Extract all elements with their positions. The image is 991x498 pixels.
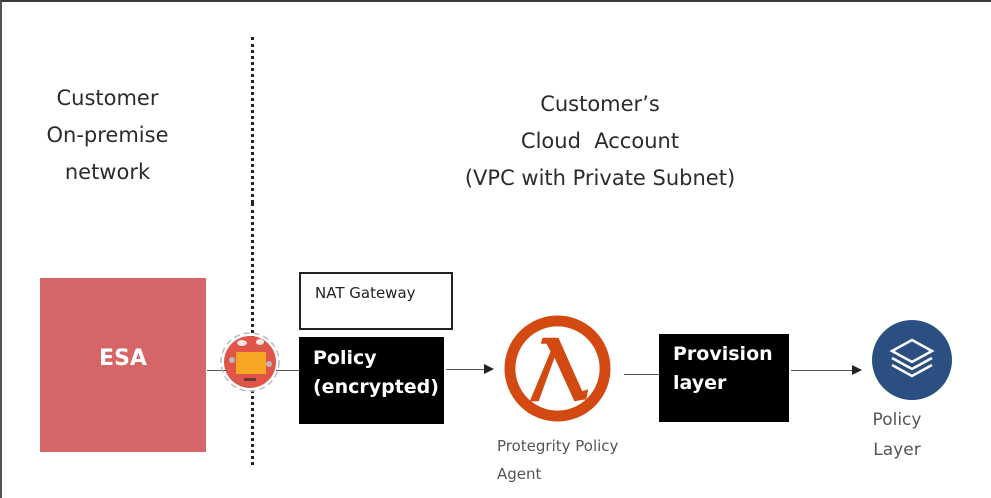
connector-esa-gateway: [207, 370, 227, 371]
nat-gateway-label: NAT Gateway: [315, 284, 416, 302]
connector-gateway-policy: [276, 370, 299, 371]
connector-policy-agent: [446, 369, 486, 370]
policy-layer-label: Policy Layer: [862, 405, 932, 465]
on-premise-line-3: network: [64, 160, 151, 184]
policy-label-line-1: Policy: [313, 347, 377, 369]
cloud-line-3: (VPC with Private Subnet): [464, 166, 736, 190]
on-premise-region-label: Customer On-premise network: [30, 80, 185, 191]
esa-label: ESA: [99, 346, 147, 371]
cloud-region-label: Customer’s Cloud Account (VPC with Priva…: [430, 86, 770, 197]
policy-layer-label-line-1: Policy: [872, 410, 922, 430]
arrowhead-provision-policy-layer: [852, 365, 862, 375]
network-boundary-divider: [251, 37, 254, 203]
cloud-line-1: Customer’s: [540, 92, 660, 116]
policy-label-line-2: (encrypted): [313, 376, 439, 398]
arrowhead-policy-agent: [484, 364, 494, 374]
provision-layer-box: Provision layer: [659, 334, 789, 422]
cloud-line-2: Cloud Account: [520, 129, 680, 153]
policy-encrypted-box: Policy (encrypted): [299, 337, 444, 424]
vpn-gateway-icon: [220, 332, 280, 392]
on-premise-line-1: Customer: [56, 86, 159, 110]
provision-label-line-2: layer: [673, 372, 727, 394]
esa-node: ESA: [40, 278, 206, 452]
on-premise-line-2: On-premise: [46, 123, 169, 147]
lambda-icon: [504, 315, 611, 422]
connector-agent-provision: [624, 374, 659, 375]
layers-icon: [872, 320, 952, 400]
agent-label-line-1: Protegrity Policy: [497, 437, 619, 455]
agent-label-line-2: Agent: [497, 465, 542, 483]
nat-gateway-box: NAT Gateway: [299, 272, 453, 330]
agent-label: Protegrity Policy Agent: [497, 432, 618, 488]
provision-label-line-1: Provision: [673, 343, 773, 365]
policy-layer-label-line-2: Layer: [873, 440, 921, 460]
connector-provision-policy-layer: [791, 370, 854, 371]
network-boundary-divider-lower: [251, 203, 254, 465]
